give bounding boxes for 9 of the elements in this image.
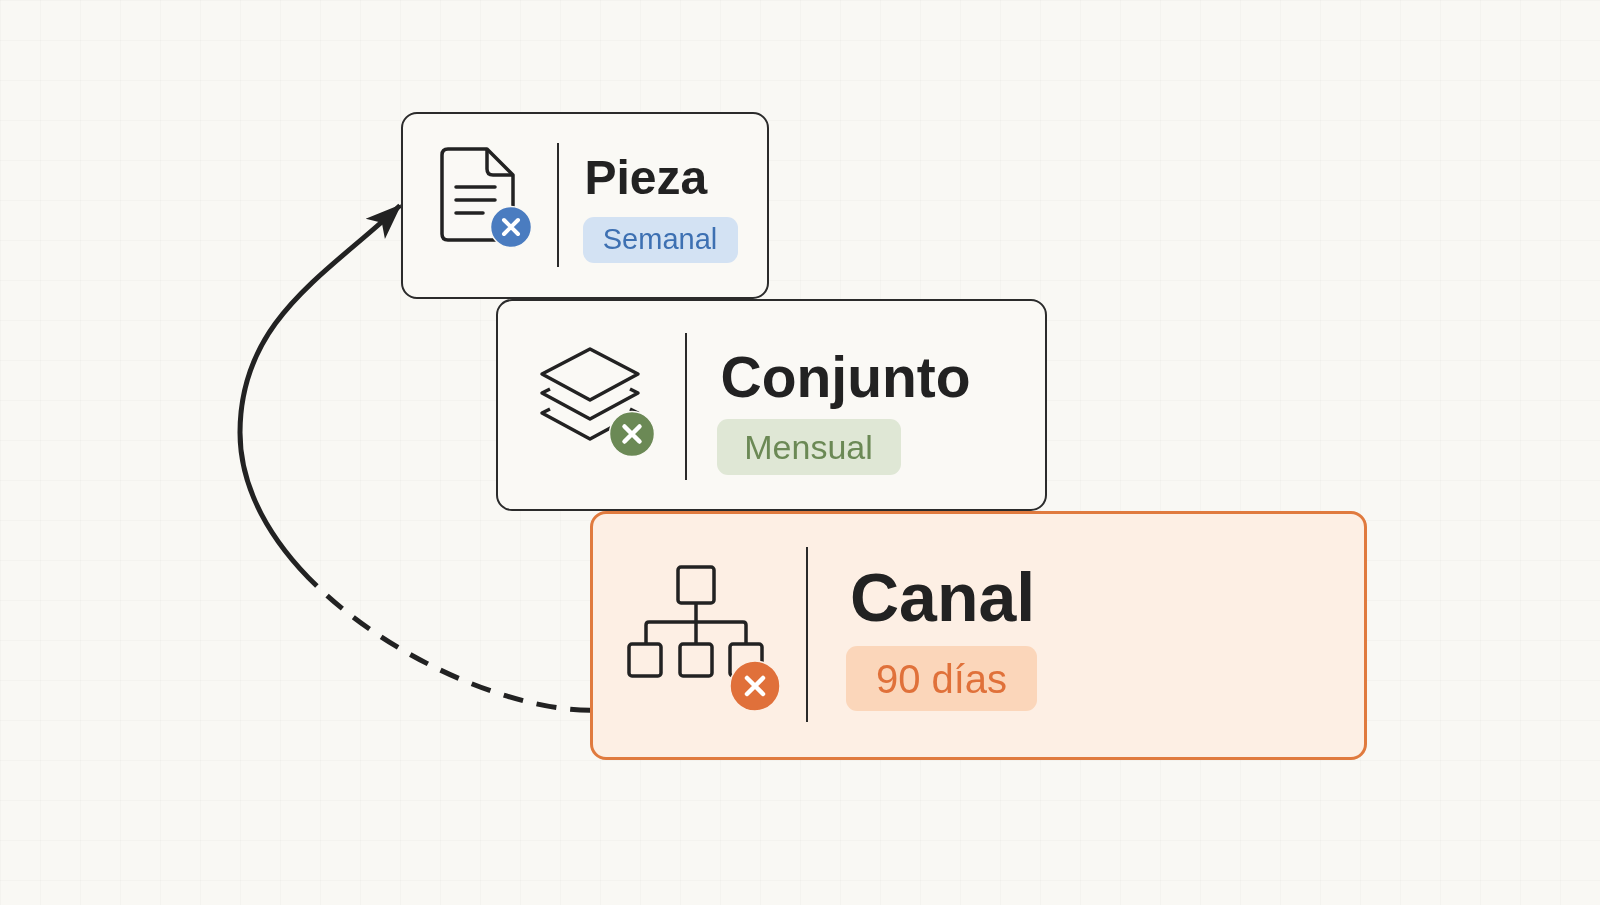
period-tag: Semanal <box>582 216 738 263</box>
period-tag: Mensual <box>716 418 901 475</box>
curved-arrow <box>237 203 591 713</box>
item-card <box>496 299 1047 511</box>
card-title: Canal <box>850 563 1036 631</box>
item-card <box>401 112 769 299</box>
item-card <box>590 511 1367 760</box>
card-title: Pieza <box>584 153 708 202</box>
period-tag: 90 días <box>846 646 1037 711</box>
